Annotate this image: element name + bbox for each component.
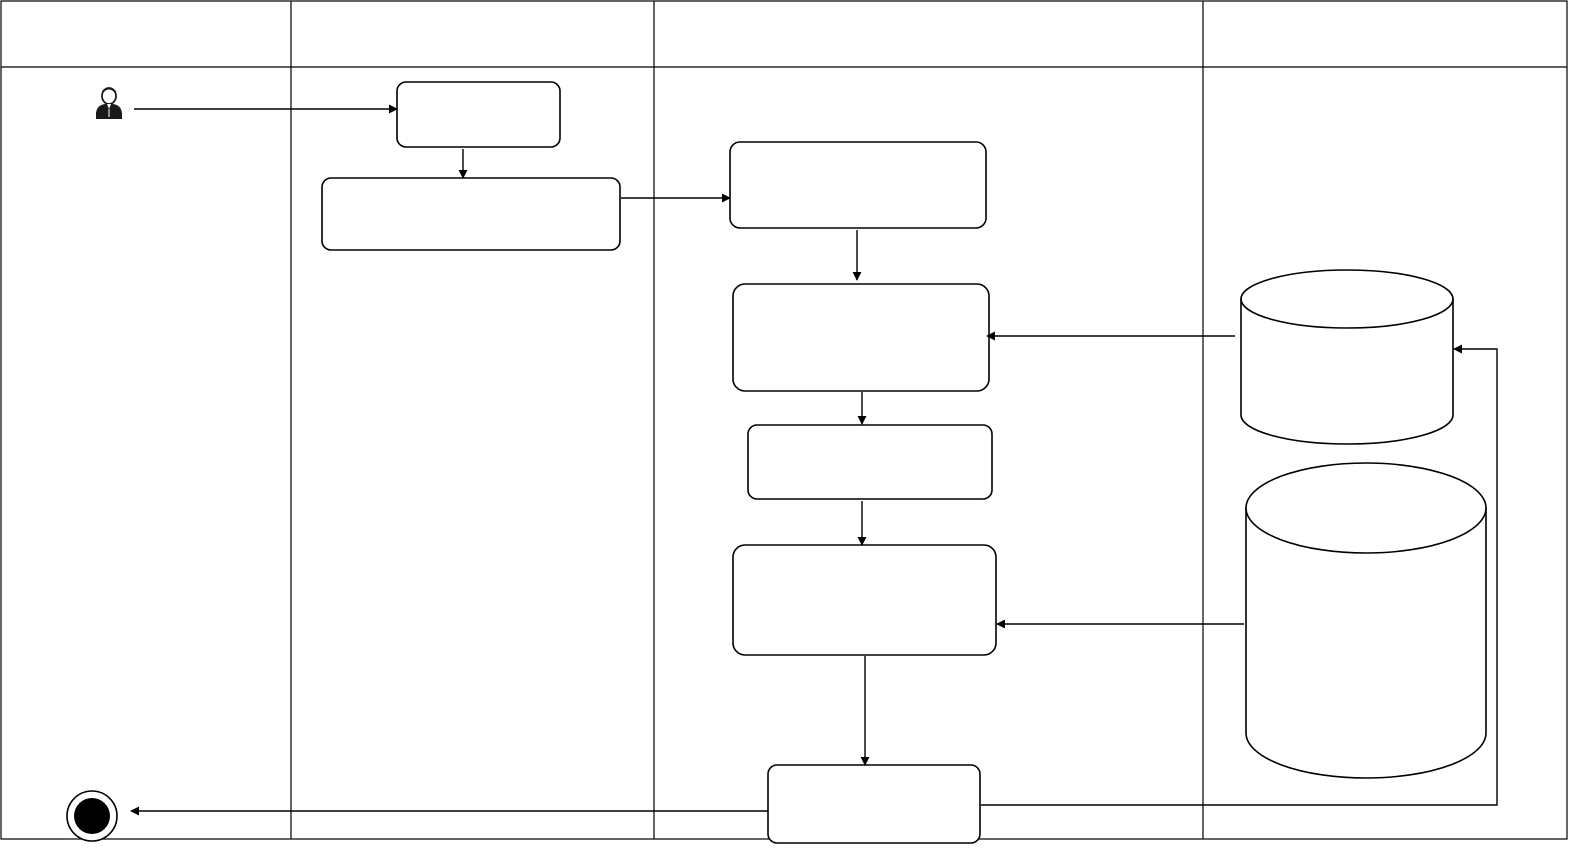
activity-6 <box>732 544 997 656</box>
activity-4 <box>732 283 990 392</box>
flows <box>130 104 1498 816</box>
activity-5 <box>747 424 993 500</box>
end-node <box>66 790 118 842</box>
flow-activity-7-to-database-1 <box>981 344 1498 806</box>
activity-7 <box>767 764 981 844</box>
user-icon <box>96 87 122 119</box>
activity-2 <box>321 177 621 251</box>
database-1 <box>1240 269 1454 445</box>
database-2 <box>1245 462 1487 779</box>
activity-1 <box>396 81 561 148</box>
activity-3 <box>729 141 987 229</box>
